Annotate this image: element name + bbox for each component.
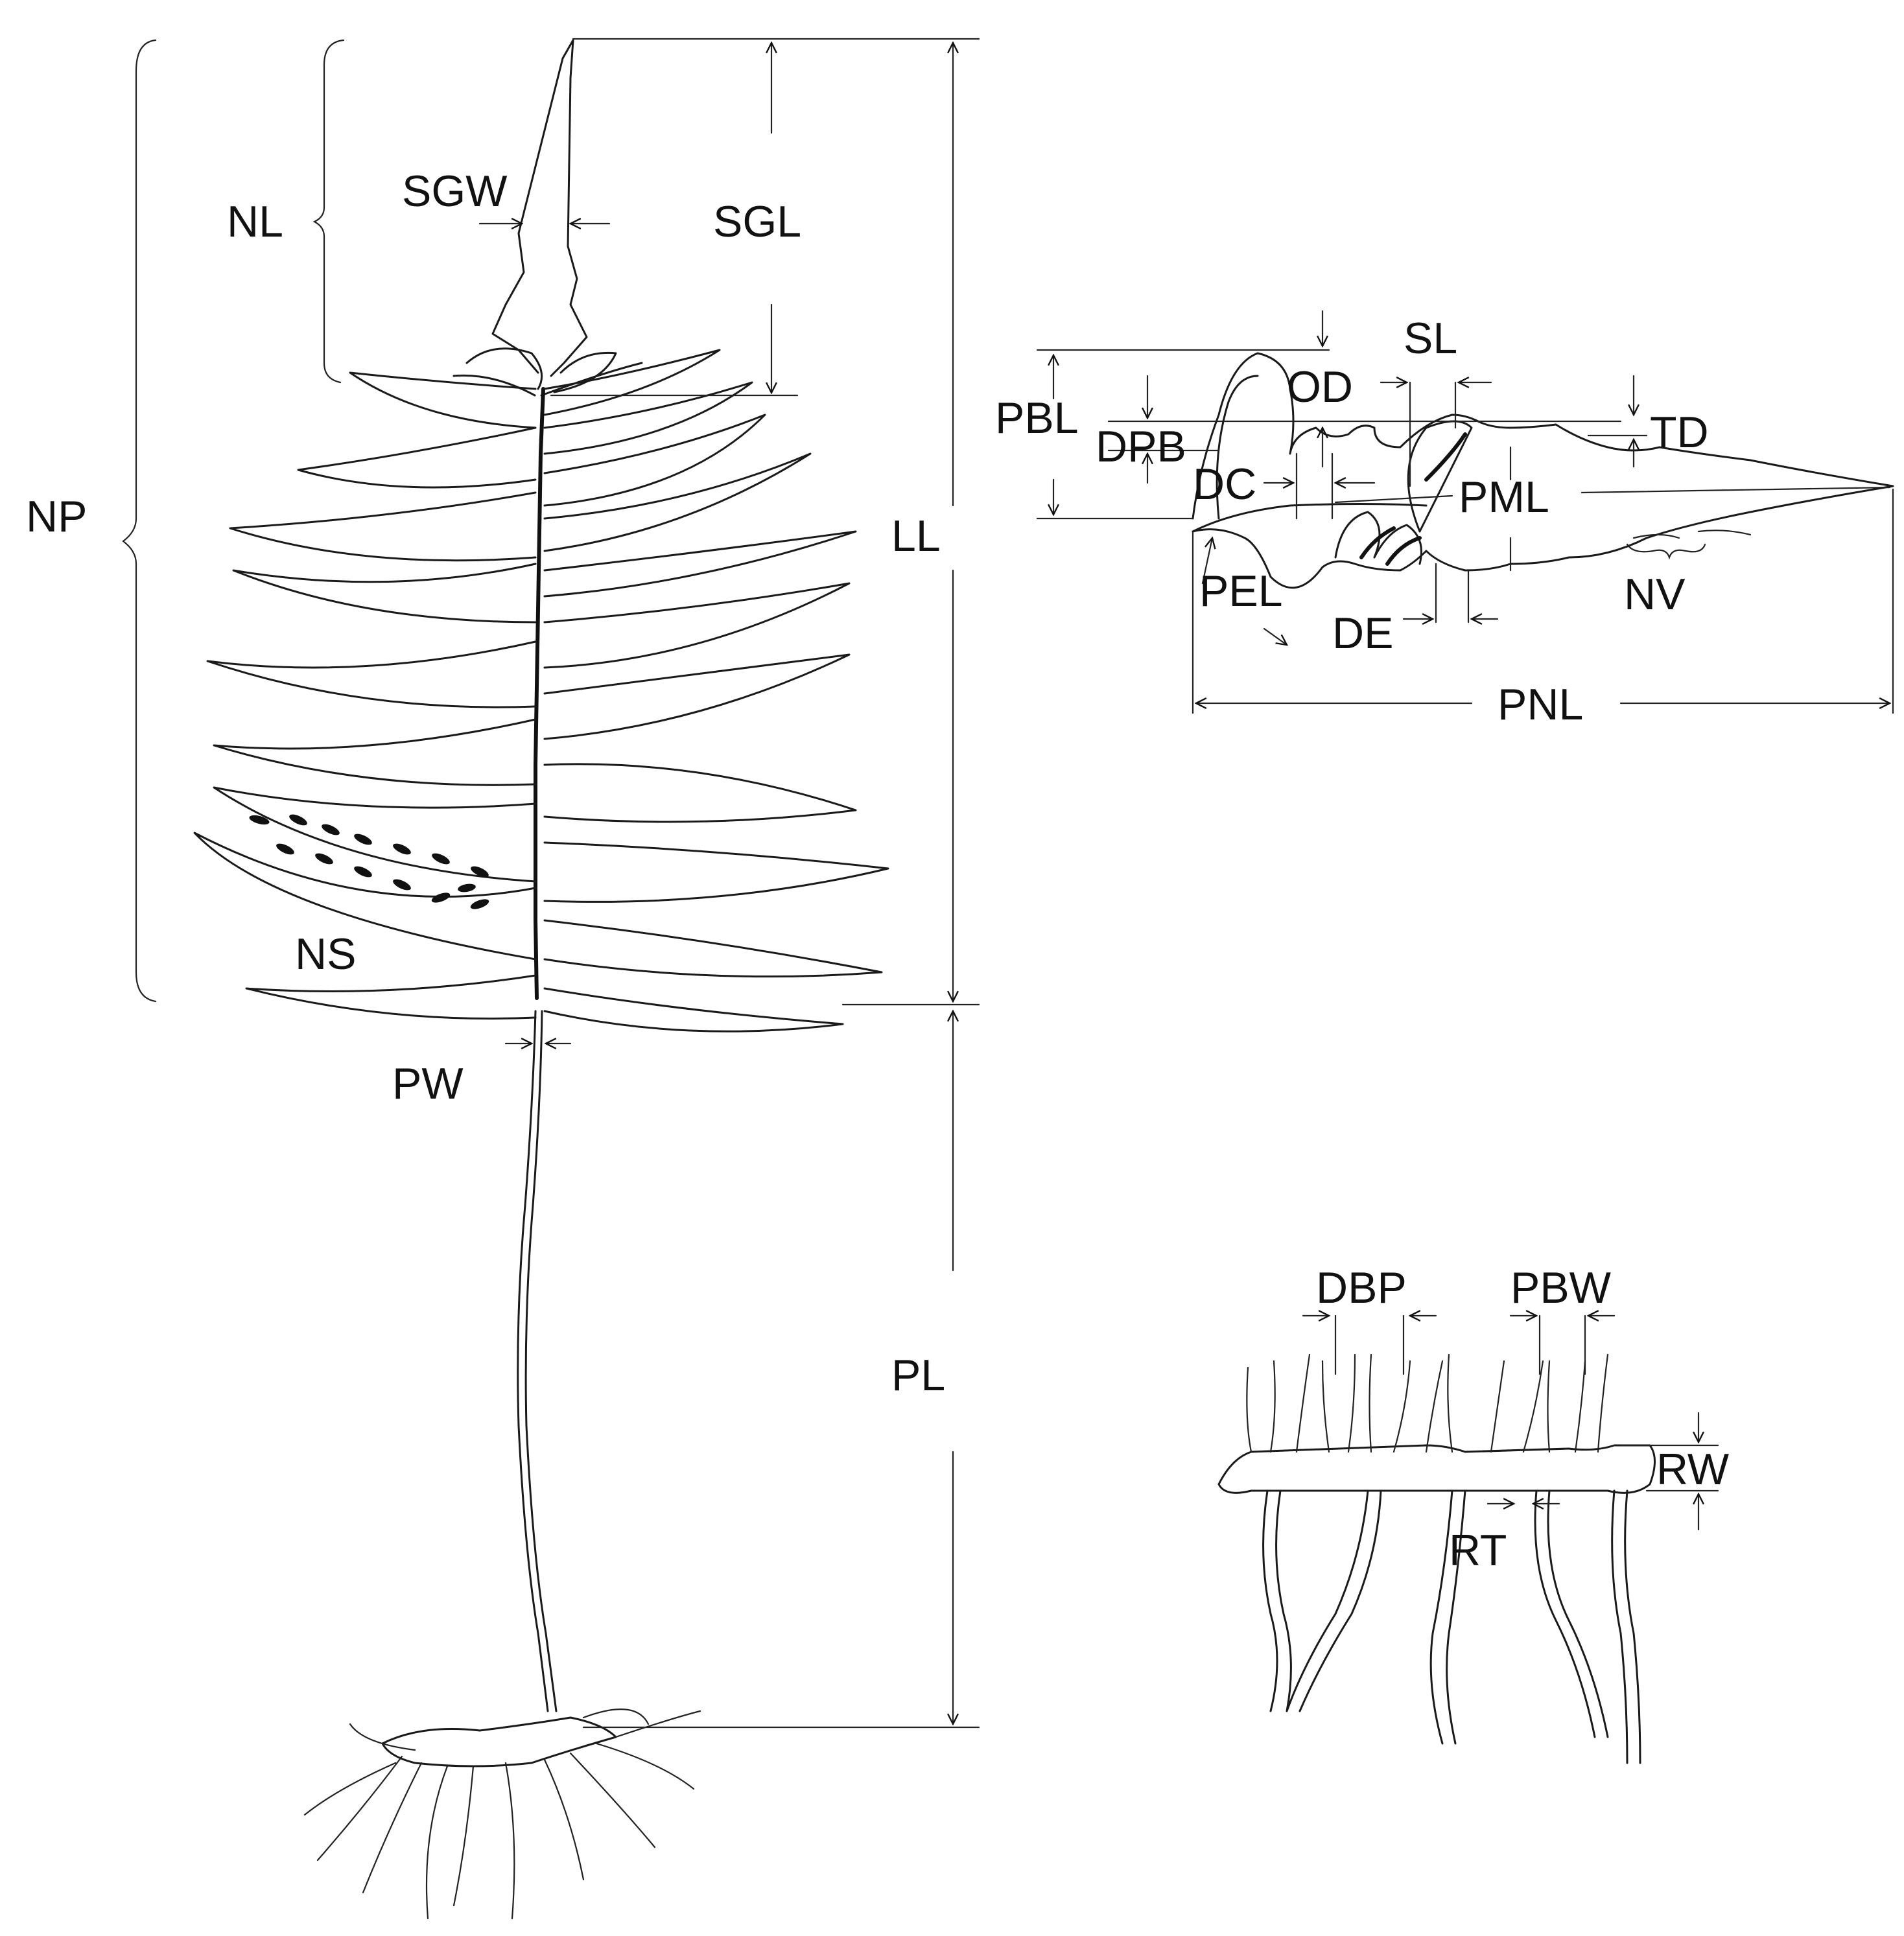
label-pml: PML <box>1459 472 1549 522</box>
label-np: NP <box>26 492 87 541</box>
bud-primordia <box>1247 1355 1608 1452</box>
roots <box>305 1709 700 1919</box>
left-pinnae <box>194 373 535 1019</box>
rhizome <box>382 1718 616 1766</box>
label-od: OD <box>1287 362 1353 412</box>
whole-frond <box>194 40 888 1919</box>
label-dbp: DBP <box>1316 1263 1407 1312</box>
np-brace <box>123 40 156 1001</box>
label-ll: LL <box>891 511 941 561</box>
label-nl: NL <box>227 197 283 246</box>
right-pinnae <box>545 350 888 1031</box>
label-ns: NS <box>295 929 356 979</box>
label-sgw: SGW <box>402 167 507 216</box>
label-pnl: PNL <box>1498 680 1583 729</box>
pel-arrow-bottom <box>1264 629 1287 645</box>
label-pel: PEL <box>1199 566 1283 616</box>
label-pw: PW <box>392 1059 464 1108</box>
stipe <box>518 1011 556 1711</box>
label-rw: RW <box>1656 1445 1729 1494</box>
pinna-sori <box>1361 434 1465 564</box>
label-pl: PL <box>891 1351 945 1400</box>
label-pbw: PBW <box>1510 1263 1611 1312</box>
label-nv: NV <box>1624 570 1686 619</box>
label-pbl: PBL <box>995 393 1079 443</box>
pml-line-right <box>1582 487 1890 493</box>
label-de: DE <box>1332 609 1393 658</box>
label-dc: DC <box>1193 460 1256 509</box>
label-rt: RT <box>1449 1526 1507 1575</box>
label-sl: SL <box>1404 314 1457 363</box>
label-td: TD <box>1650 408 1709 457</box>
rhizome-detail <box>1219 1355 1655 1763</box>
rhizome-body <box>1219 1445 1655 1493</box>
nv-brace <box>1627 544 1705 557</box>
label-dpb: DPB <box>1096 422 1186 471</box>
label-sgl: SGL <box>713 197 801 246</box>
nl-brace <box>314 40 344 382</box>
rachis <box>535 389 543 998</box>
